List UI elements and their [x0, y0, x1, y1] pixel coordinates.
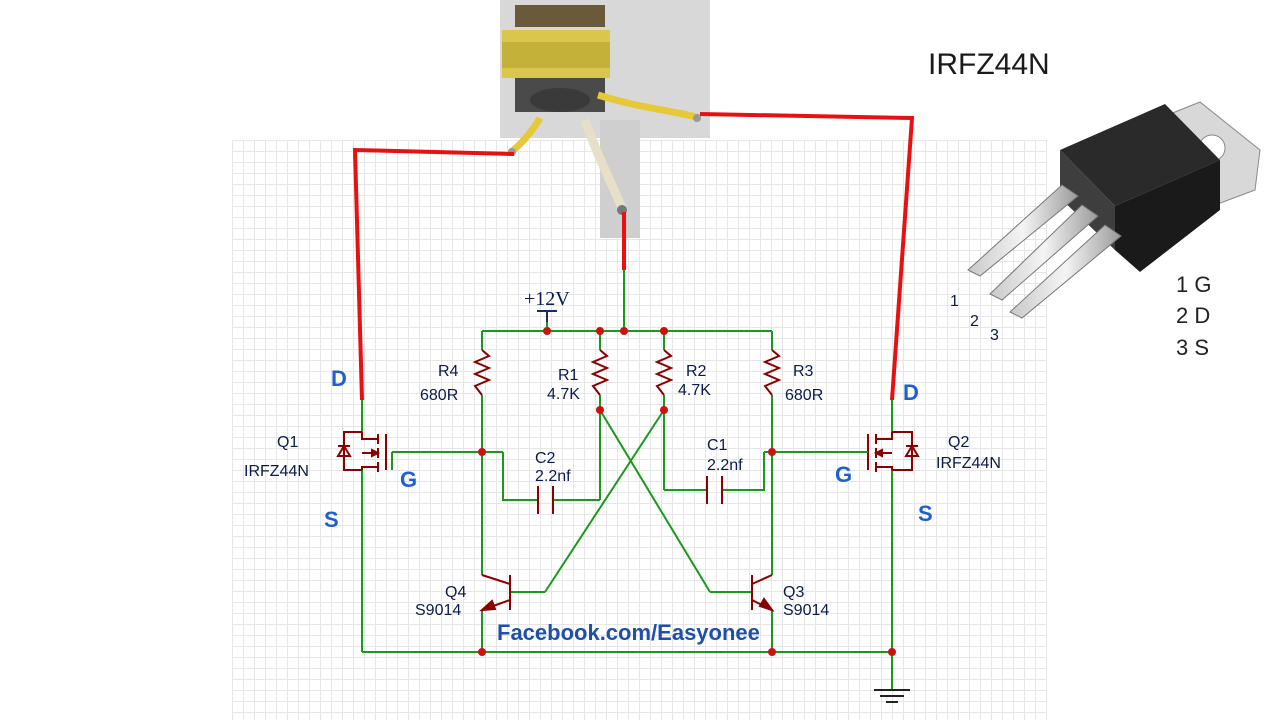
q1-source-label: S	[324, 507, 339, 532]
capacitor-c2-symbol	[537, 486, 554, 514]
q2-gate-label: G	[835, 462, 852, 487]
q1-part: IRFZ44N	[244, 463, 309, 480]
pin-map-1: 1 G	[1176, 272, 1211, 297]
leg-number-1: 1	[950, 293, 959, 310]
r3-value: 680R	[785, 387, 823, 404]
q2-drain-label: D	[903, 380, 919, 405]
facebook-credit: Facebook.com/Easyonee	[497, 620, 760, 645]
q1-ref: Q1	[277, 434, 298, 451]
pin-map-3: 3 S	[1176, 335, 1209, 360]
mosfet-q2-symbol	[860, 431, 920, 472]
r4-value: 680R	[420, 387, 458, 404]
r2-value: 4.7K	[678, 382, 711, 399]
c1-ref: C1	[707, 437, 728, 454]
mosfet-q1-symbol	[336, 431, 393, 472]
q1-gate-label: G	[400, 467, 417, 492]
q2-ref: Q2	[948, 434, 969, 451]
c2-value: 2.2nf	[535, 468, 571, 485]
resistor-r2-symbol	[654, 349, 674, 396]
c1-value: 2.2nf	[707, 457, 743, 474]
leg-number-3: 3	[990, 327, 999, 344]
q2-part: IRFZ44N	[936, 455, 1001, 472]
ground-symbol	[874, 689, 910, 703]
q2-source-label: S	[918, 501, 933, 526]
q4-part: S9014	[415, 602, 461, 619]
capacitor-c1-symbol	[706, 476, 723, 504]
leg-number-2: 2	[970, 313, 979, 330]
pin-map-2: 2 D	[1176, 303, 1210, 328]
package-title: IRFZ44N	[928, 48, 1050, 81]
r4-ref: R4	[438, 363, 459, 380]
transistor-q3-symbol	[751, 574, 775, 612]
q3-part: S9014	[783, 602, 829, 619]
to220-package-illustration	[967, 101, 1261, 319]
r1-ref: R1	[558, 367, 579, 384]
junction-dots	[478, 327, 896, 656]
resistor-r3-symbol	[762, 349, 782, 396]
transformer-leads	[352, 112, 915, 401]
q1-drain-label: D	[331, 366, 347, 391]
supply-symbol	[537, 310, 557, 322]
resistor-r4-symbol	[472, 349, 492, 396]
r3-ref: R3	[793, 363, 814, 380]
r2-ref: R2	[686, 363, 707, 380]
r1-value: 4.7K	[547, 386, 580, 403]
resistor-r1-symbol	[590, 349, 610, 396]
supply-label: +12V	[524, 288, 570, 310]
transistor-q4-symbol	[479, 574, 511, 612]
c2-ref: C2	[535, 450, 556, 467]
q3-ref: Q3	[783, 584, 804, 601]
transformer-photo	[500, 0, 710, 238]
q4-ref: Q4	[445, 584, 466, 601]
